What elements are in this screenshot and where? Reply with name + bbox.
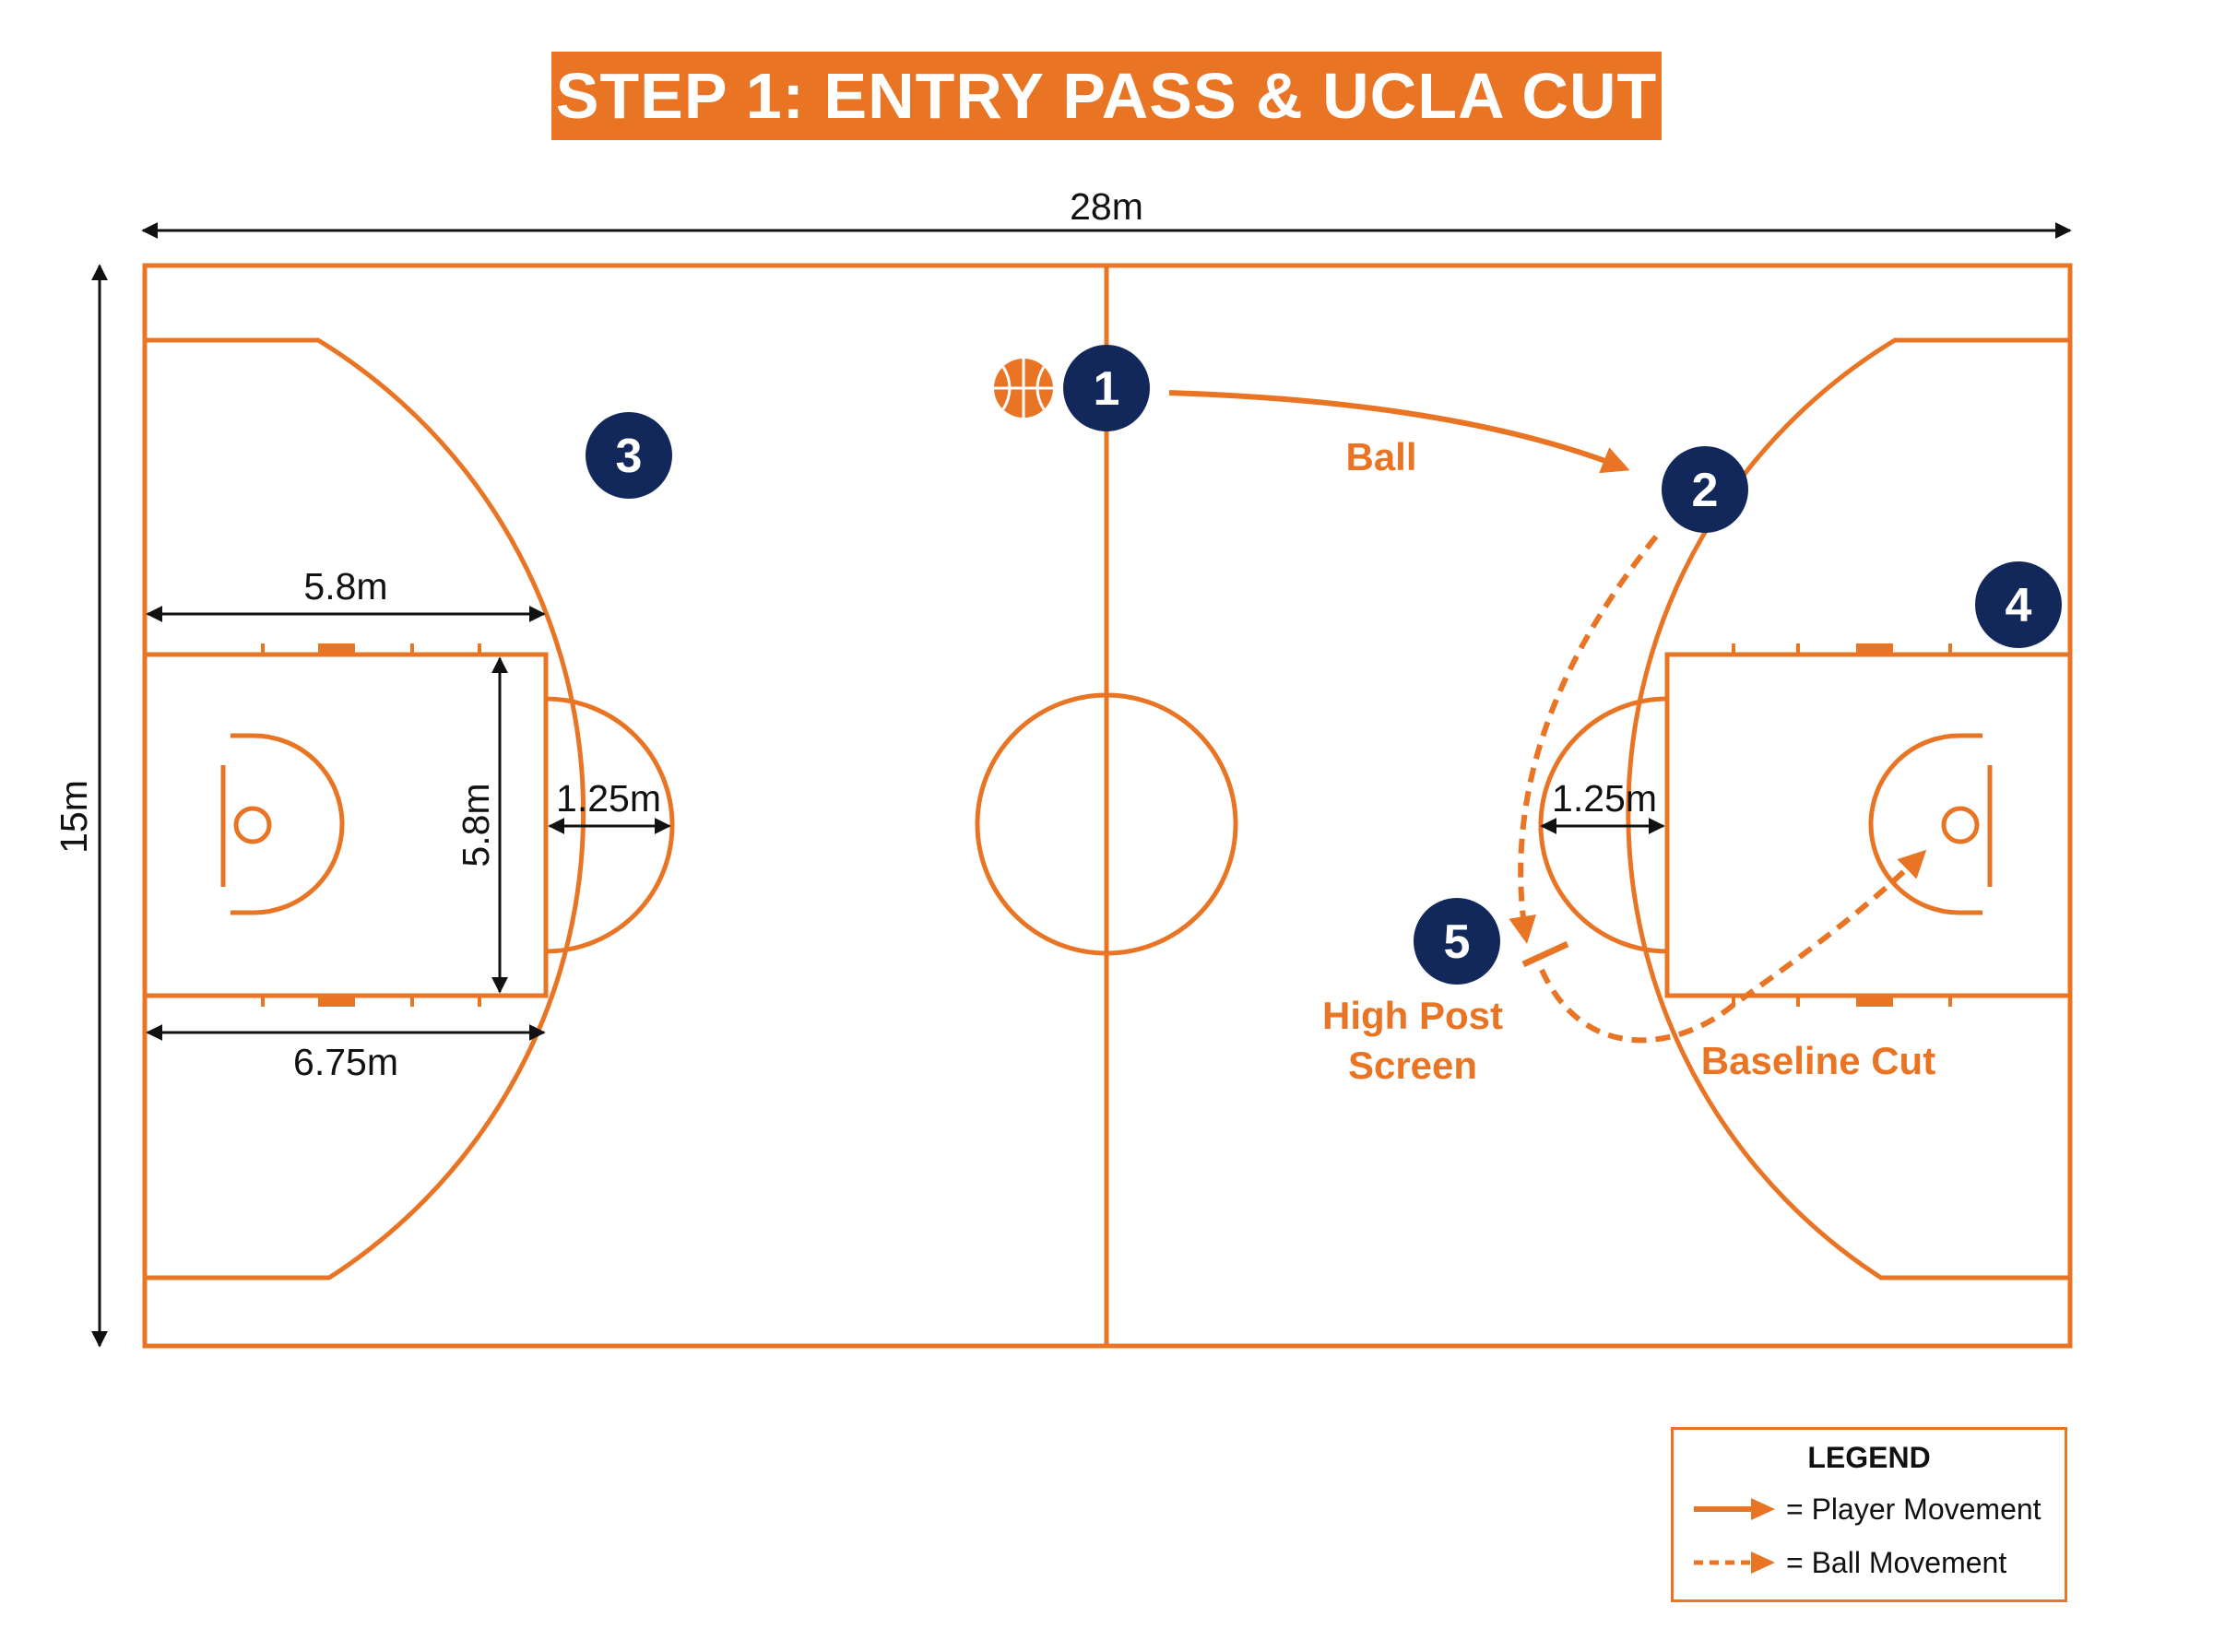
- ball-pass-arrow: [1168, 390, 1630, 474]
- player-5-number: 5: [1444, 915, 1471, 969]
- player-2[interactable]: 2: [1662, 446, 1748, 533]
- player-3-number: 3: [616, 430, 643, 483]
- legend-ball-movement: = Ball Movement: [1786, 1545, 2007, 1579]
- screen-label-line2: Screen: [1348, 1044, 1477, 1087]
- three-point-line-left: [145, 337, 586, 1280]
- player-1-number: 1: [1094, 362, 1120, 416]
- free-throw-semicircle-left: [545, 696, 675, 954]
- key-right: [1664, 652, 2073, 998]
- three-point-line-right: [1626, 337, 2070, 1280]
- circle-radius-label-right: 1.25m: [1552, 777, 1657, 820]
- screen-label-line1: High Post: [1322, 994, 1503, 1037]
- title-banner: STEP 1: ENTRY PASS & UCLA CUT: [551, 52, 1662, 140]
- circle-radius-label-left: 1.25m: [556, 777, 661, 820]
- ball-pass-label: Ball: [1345, 435, 1416, 478]
- basketball-icon: [994, 359, 1053, 418]
- solid-arrow-icon: [1694, 1498, 1775, 1520]
- screen-mark: [1521, 940, 1569, 968]
- player-3[interactable]: 3: [586, 412, 672, 499]
- legend-player-movement: = Player Movement: [1786, 1492, 2041, 1526]
- length-dimension-label: 28m: [1070, 185, 1143, 228]
- key-width-dimension-label: 5.8m: [455, 783, 497, 867]
- legend-title: LEGEND: [1807, 1441, 1931, 1474]
- restricted-area-left: [231, 733, 345, 915]
- width-dimension-label: 15m: [53, 780, 95, 854]
- lane-hash-marks: [261, 643, 1952, 1007]
- center-circle: [975, 692, 1238, 956]
- legend-row-player: = Player Movement: [1692, 1491, 2041, 1528]
- hoop-left: [233, 806, 272, 844]
- baseline-cut-label: Baseline Cut: [1701, 1039, 1935, 1082]
- legend: LEGEND = Player Movement = Ball Movement: [1671, 1427, 2067, 1602]
- player-5[interactable]: 5: [1414, 898, 1500, 985]
- player-2-number: 2: [1692, 464, 1719, 517]
- baseline-cut-arrow: [1539, 849, 1927, 1044]
- player-4[interactable]: 4: [1975, 561, 2062, 648]
- restricted-area-right: [1868, 733, 1982, 915]
- dimension-lines: [91, 222, 2072, 1348]
- key-bottom-dimension-label: 6.75m: [293, 1041, 398, 1083]
- hoop-right: [1941, 806, 1980, 844]
- legend-row-ball: = Ball Movement: [1692, 1544, 2006, 1581]
- key-top-dimension-label: 5.8m: [303, 565, 387, 608]
- player-4-number: 4: [2006, 579, 2032, 632]
- player-1[interactable]: 1: [1063, 345, 1150, 431]
- dashed-arrow-icon: [1694, 1552, 1775, 1574]
- page-title: STEP 1: ENTRY PASS & UCLA CUT: [555, 60, 1658, 132]
